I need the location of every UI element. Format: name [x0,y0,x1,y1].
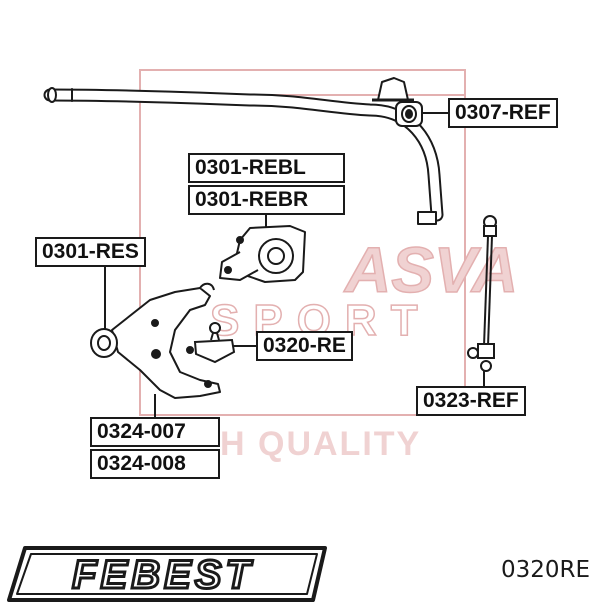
control-arm [90,282,221,399]
ball-joint [186,322,236,364]
leader-lines [104,112,485,418]
label-0324-008: 0324-008 [90,449,220,479]
febest-logo: FEBEST [7,546,327,602]
stabilizer-bar [43,87,444,225]
label-0307-ref: 0307-REF [448,98,558,128]
watermark-quality: H QUALITY [220,425,421,463]
watermark-brand: ASVA [343,234,518,306]
engine-mount [219,225,306,283]
label-0323-ref: 0323-REF [416,386,526,416]
stabilizer-link [467,215,497,372]
part-number: 0320RE [500,557,590,583]
label-0320-re: 0320-RE [256,331,353,361]
stabilizer-bushing [372,77,423,127]
label-0324-007: 0324-007 [90,417,220,447]
febest-logo-text: FEBEST [72,553,254,597]
label-0301-res: 0301-RES [35,237,146,267]
label-0301-rebl: 0301-REBL [188,153,345,183]
label-0301-rebr: 0301-REBR [188,185,345,215]
